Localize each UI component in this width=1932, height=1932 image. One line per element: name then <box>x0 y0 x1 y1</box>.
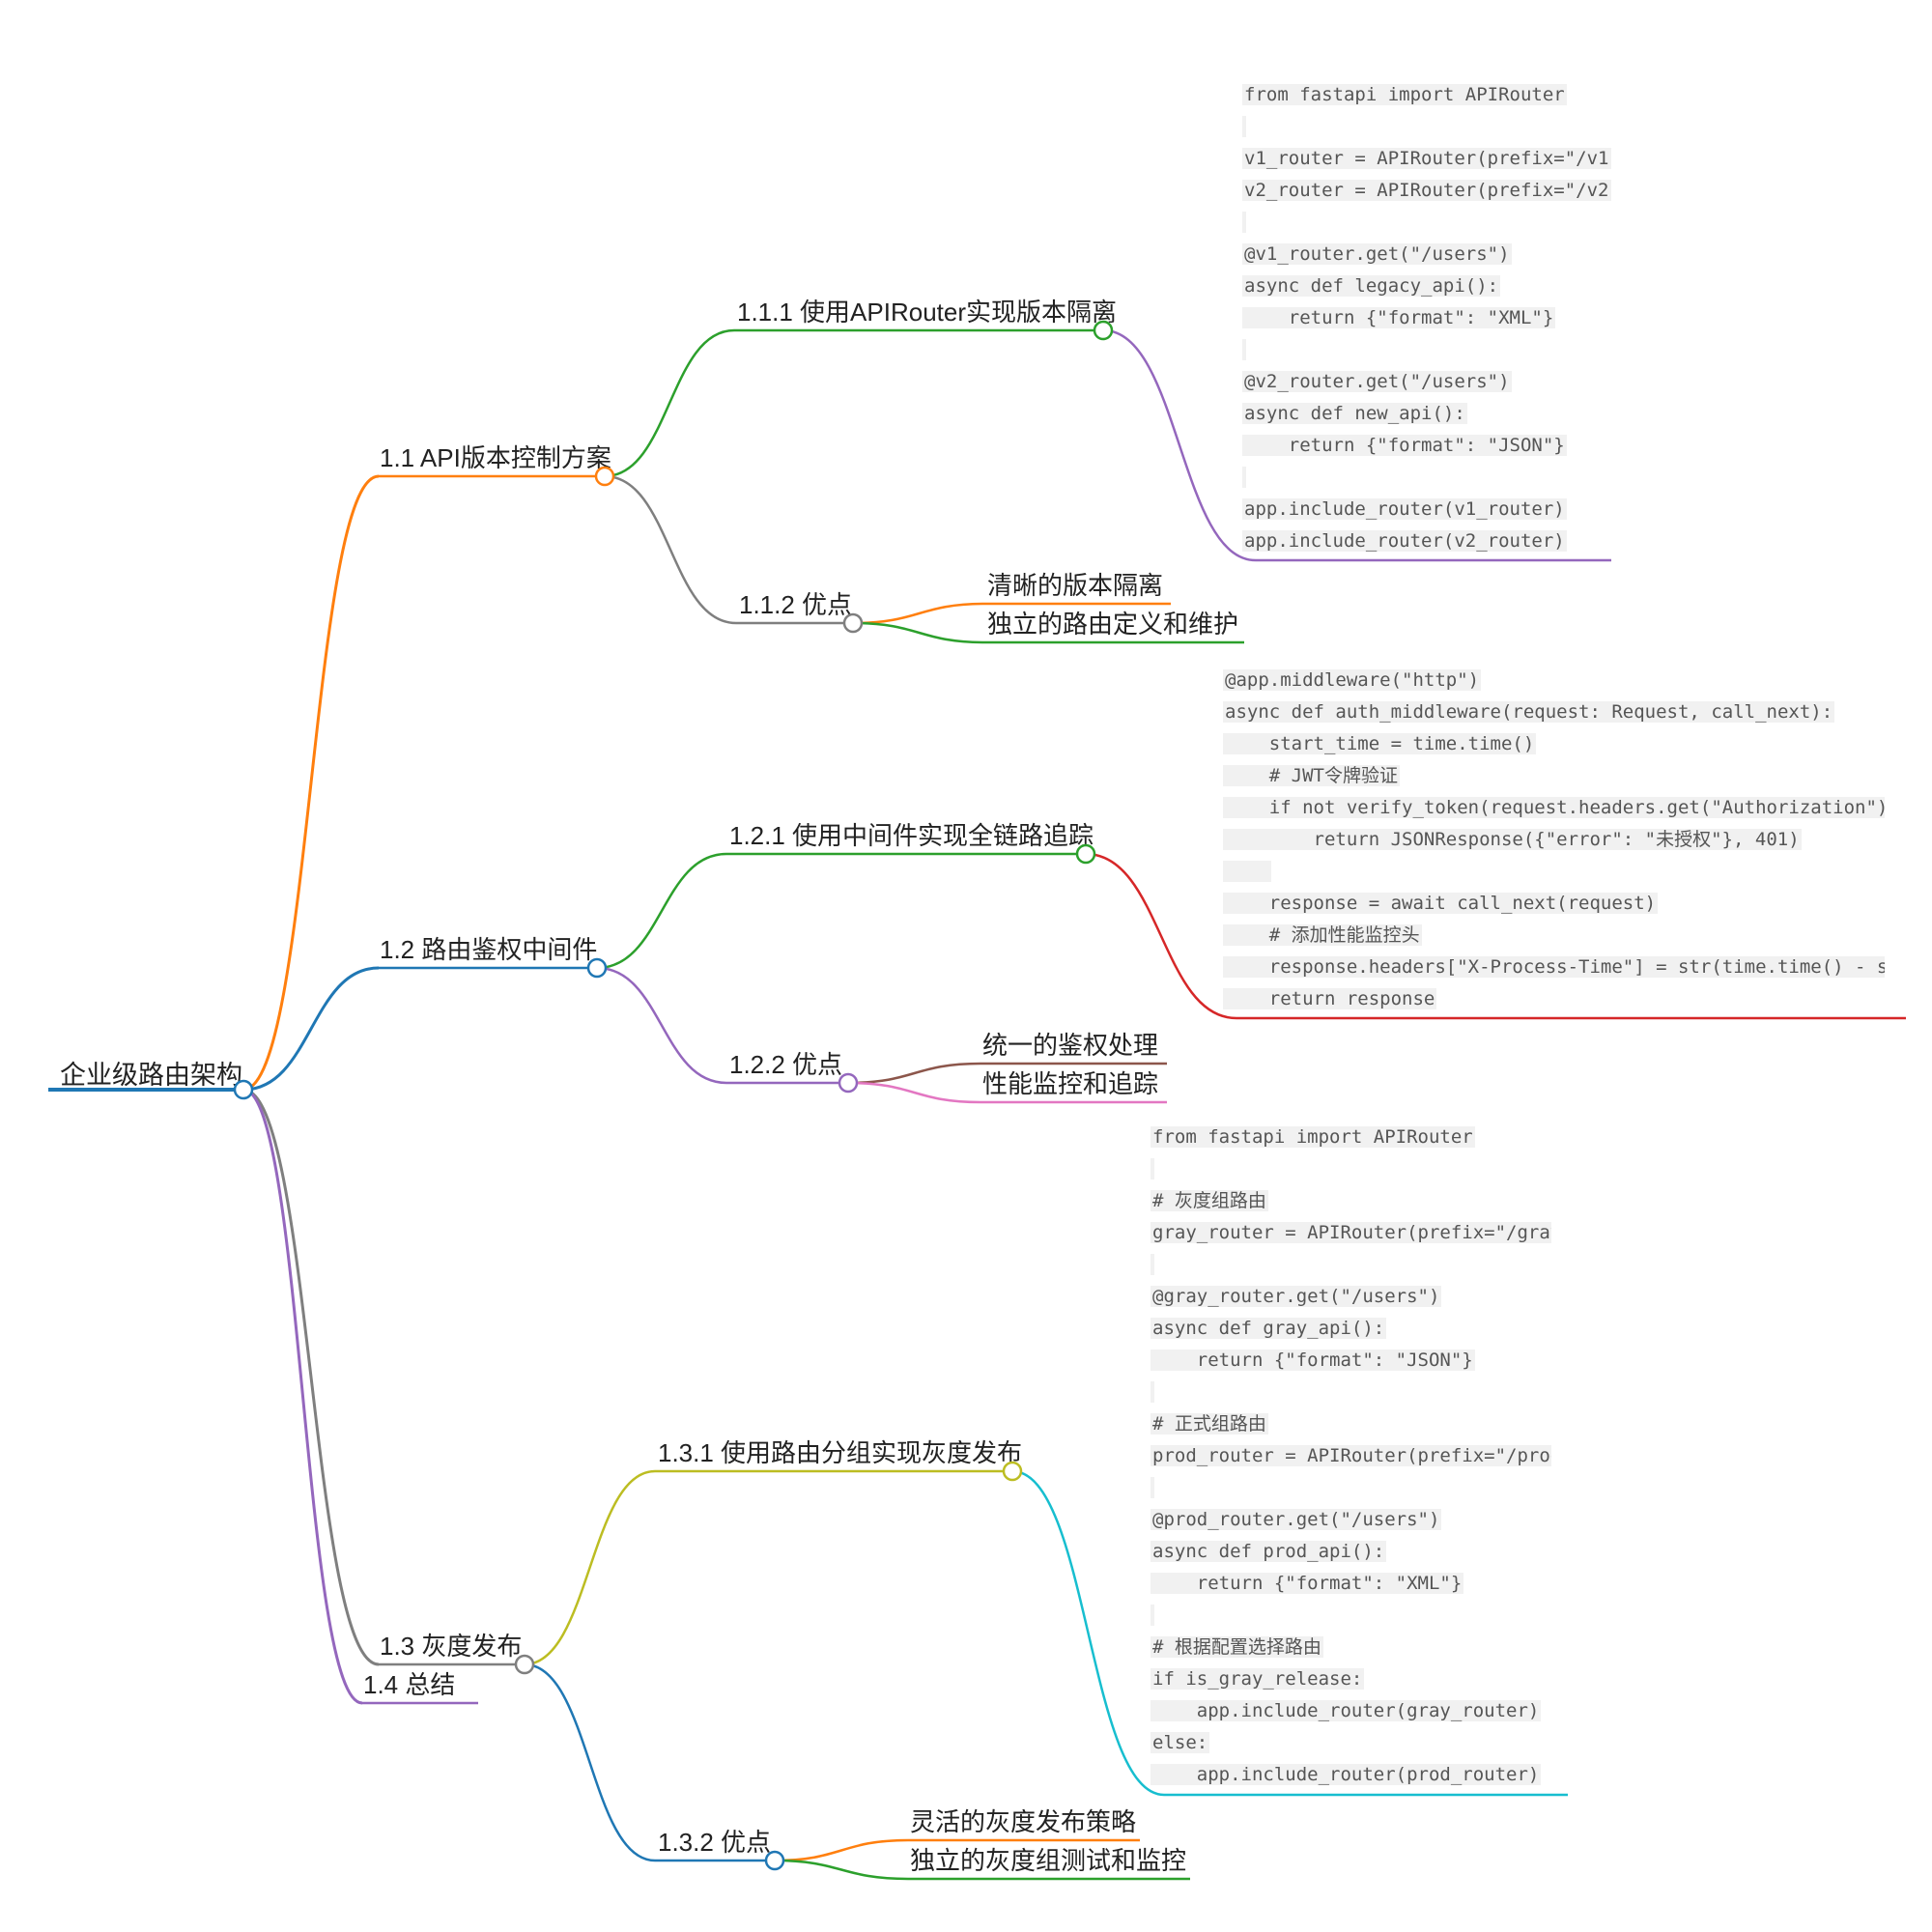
branch-node-2[interactable] <box>586 957 608 979</box>
code-line: async def new_api(): <box>1242 403 1467 424</box>
leaf-label-2-1: 统一的鉴权处理 <box>982 1031 1158 1060</box>
code-line: return JSONResponse({"error": "未授权"}, 40… <box>1223 829 1802 850</box>
code-line: async def gray_api(): <box>1151 1318 1387 1339</box>
subbranch-connector-1-2 <box>604 474 737 625</box>
branch-label-2: 1.2 路由鉴权中间件 <box>380 935 597 964</box>
leaf-connector-3-1 <box>774 1838 909 1862</box>
code-line: gray_router = APIRouter(prefix="/gray" <box>1151 1217 1551 1249</box>
code-line: from fastapi import APIRouter <box>1242 84 1567 105</box>
code-line: @app.middleware("http") <box>1223 669 1482 691</box>
branch-label-4: 1.4 总结 <box>363 1670 455 1699</box>
code-line: # 正式组路由 <box>1151 1413 1268 1435</box>
code-block-3: from fastapi import APIRouter # 灰度组路由 gray… <box>1151 1122 1551 1798</box>
code-line: prod_router = APIRouter(prefix="/prod" <box>1151 1440 1551 1472</box>
code-line <box>1223 856 1885 888</box>
leaf-label-2-2: 性能监控和追踪 <box>982 1069 1158 1098</box>
code-block-2: @app.middleware("http") async def auth_mi… <box>1223 665 1885 1022</box>
code-line: @v2_router.get("/users") <box>1242 371 1512 392</box>
code-line: if not verify_token(request.headers.get(… <box>1223 792 1885 824</box>
subbranch-connector-3-2 <box>524 1662 656 1862</box>
subbranch-connector-2-1 <box>596 852 727 970</box>
leaf-label-3-1: 灵活的灰度发布策略 <box>910 1807 1136 1836</box>
code-line: start_time = time.time() <box>1223 733 1537 754</box>
branch-connector-1 <box>242 474 380 1092</box>
code-line <box>1151 1153 1551 1185</box>
leaf-connector-2-1 <box>847 1062 981 1085</box>
subbranch-connector-3-1 <box>524 1469 656 1666</box>
code-line: app.include_router(v1_router) <box>1242 498 1567 520</box>
leaf-connector-3-2 <box>774 1859 909 1881</box>
code-line <box>1242 207 1638 239</box>
branch-label-3: 1.3 灰度发布 <box>380 1632 522 1661</box>
root-node-label: 企业级路由架构 <box>60 1061 242 1090</box>
code-line: return {"format": "JSON"} <box>1151 1350 1475 1371</box>
code-line: # 根据配置选择路由 <box>1151 1636 1323 1658</box>
branch-connector-3 <box>242 1088 380 1666</box>
code-line <box>1242 462 1638 494</box>
code-block-1: from fastapi import APIRouter v1_router =… <box>1242 79 1638 562</box>
subbranch-node-2-1[interactable] <box>1075 843 1096 865</box>
subbranch-label-3-1: 1.3.1 使用路由分组实现灰度发布 <box>658 1438 1022 1467</box>
code-line: app.include_router(prod_router) <box>1151 1764 1542 1785</box>
code-line: return {"format": "JSON"} <box>1242 435 1567 456</box>
code-line: v2_router = APIRouter(prefix="/v2 <box>1242 180 1611 201</box>
code-connector-2 <box>1085 852 1237 1020</box>
branch-connector-2 <box>242 966 380 1092</box>
code-line: app.include_router(v2_router) <box>1242 530 1567 552</box>
leaf-connector-1-1 <box>852 602 986 625</box>
code-line: else: <box>1151 1732 1210 1753</box>
code-line: # 添加性能监控头 <box>1223 924 1422 946</box>
subbranch-label-1-1: 1.1.1 使用APIRouter实现版本隔离 <box>737 298 1117 327</box>
code-line: async def auth_middleware(request: Reque… <box>1223 701 1835 723</box>
subbranch-label-1-2: 1.1.2 优点 <box>739 590 852 619</box>
branch-node-3[interactable] <box>514 1654 535 1675</box>
code-line: v1_router = APIRouter(prefix="/v1 <box>1242 148 1611 169</box>
code-connector-1 <box>1102 328 1257 562</box>
subbranch-node-3-1[interactable] <box>1002 1461 1023 1482</box>
subbranch-connector-2-2 <box>596 966 727 1085</box>
code-line: from fastapi import APIRouter <box>1151 1126 1475 1148</box>
branch-connector-4 <box>242 1088 363 1705</box>
code-line: response.headers["X-Process-Time"] = str… <box>1223 952 1885 983</box>
code-line: return {"format": "XML"} <box>1151 1573 1464 1594</box>
code-line: @prod_router.get("/users") <box>1151 1509 1442 1530</box>
root-node[interactable] <box>233 1079 254 1100</box>
subbranch-node-2-2[interactable] <box>838 1072 859 1094</box>
code-line <box>1242 334 1638 366</box>
subbranch-connector-1-1 <box>604 328 735 478</box>
code-line <box>1242 111 1638 143</box>
code-line: async def prod_api(): <box>1151 1541 1387 1562</box>
subbranch-node-1-2[interactable] <box>842 612 864 634</box>
code-line: @v1_router.get("/users") <box>1242 243 1512 265</box>
code-line: if is_gray_release: <box>1151 1668 1365 1690</box>
subbranch-label-2-2: 1.2.2 优点 <box>729 1050 842 1079</box>
code-line <box>1151 1377 1551 1408</box>
code-line <box>1151 1600 1551 1632</box>
code-line: return {"format": "XML"} <box>1242 307 1556 328</box>
leaf-label-1-2: 独立的路由定义和维护 <box>987 610 1238 639</box>
subbranch-label-3-2: 1.3.2 优点 <box>658 1828 771 1857</box>
leaf-connector-1-2 <box>852 621 986 644</box>
code-line: @gray_router.get("/users") <box>1151 1286 1442 1307</box>
leaf-connector-2-2 <box>847 1081 981 1104</box>
subbranch-node-3-2[interactable] <box>764 1850 785 1871</box>
branch-node-1[interactable] <box>594 466 615 487</box>
code-connector-3 <box>1011 1469 1165 1797</box>
code-line <box>1151 1472 1551 1504</box>
code-line: async def legacy_api(): <box>1242 275 1501 297</box>
subbranch-label-2-1: 1.2.1 使用中间件实现全链路追踪 <box>729 821 1094 850</box>
subbranch-node-1-1[interactable] <box>1093 320 1114 341</box>
code-line: # 灰度组路由 <box>1151 1190 1268 1211</box>
code-line: response = await call_next(request) <box>1223 893 1659 914</box>
branch-label-1: 1.1 API版本控制方案 <box>380 443 611 472</box>
code-line: # JWT令牌验证 <box>1223 765 1400 786</box>
leaf-label-3-2: 独立的灰度组测试和监控 <box>910 1846 1186 1875</box>
code-line: return response <box>1223 988 1437 1009</box>
leaf-label-1-1: 清晰的版本隔离 <box>987 571 1163 600</box>
code-line <box>1151 1249 1551 1281</box>
code-line: app.include_router(gray_router) <box>1151 1700 1542 1721</box>
